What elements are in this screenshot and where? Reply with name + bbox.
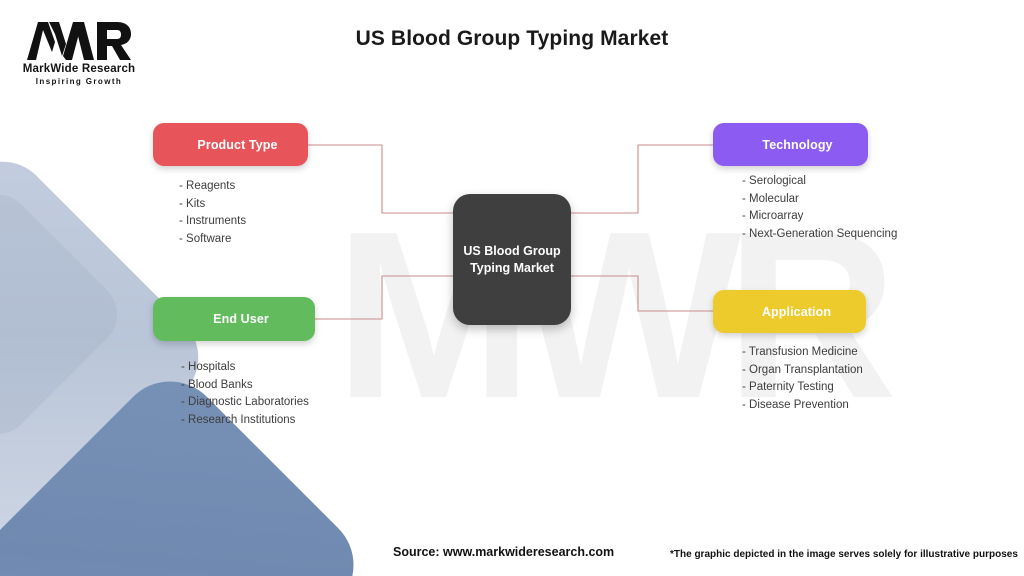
list-item: - Instruments — [179, 215, 247, 228]
list-item: - Organ Transplantation — [742, 363, 863, 376]
logo-company-name: MarkWide Research — [22, 63, 136, 75]
node-product-type-label: Product Type — [197, 137, 278, 152]
node-end-user-label: End User — [213, 312, 269, 326]
node-end-user[interactable]: End User — [153, 297, 315, 341]
list-application: - Transfusion Medicine - Organ Transplan… — [742, 344, 863, 414]
list-item: - Software — [179, 232, 232, 245]
list-item: - Research Institutions — [181, 413, 296, 426]
mwr-monogram-icon — [27, 22, 131, 60]
page-title: US Blood Group Typing Market — [355, 27, 669, 50]
node-center-label-line2: Typing Market — [470, 260, 554, 275]
list-product-type: - Reagents - Kits - Instruments - Softwa… — [179, 178, 246, 248]
list-item: - Reagents — [179, 180, 236, 192]
node-application[interactable]: Application — [713, 290, 866, 333]
list-item: - Next-Generation Sequencing — [742, 227, 898, 240]
list-item: - Kits — [179, 197, 206, 210]
footer-disclaimer: *The graphic depicted in the image serve… — [670, 549, 1018, 560]
list-item: - Molecular — [742, 192, 799, 205]
list-item: - Hospitals — [181, 361, 236, 373]
node-center-label: US Blood Group Typing Market — [463, 243, 560, 277]
list-item: - Serological — [742, 175, 806, 187]
connector-application — [571, 275, 713, 312]
list-item: - Paternity Testing — [742, 381, 834, 394]
list-item: - Blood Banks — [181, 378, 253, 391]
list-item: - Diagnostic Laboratories — [181, 396, 309, 409]
node-product-type[interactable]: Product Type — [153, 123, 308, 166]
connector-end-user — [315, 275, 453, 320]
node-center-market[interactable]: US Blood Group Typing Market — [453, 194, 571, 325]
list-item: - Disease Prevention — [742, 398, 849, 411]
brand-logo: MarkWide Research Inspiring Growth — [16, 20, 142, 86]
node-technology[interactable]: Technology — [713, 123, 868, 166]
list-item: - Transfusion Medicine — [742, 346, 858, 358]
node-technology-label: Technology — [762, 137, 833, 152]
list-technology: - Serological - Molecular - Microarray -… — [742, 173, 897, 243]
connector-product-type — [308, 144, 453, 214]
footer-source: Source: www.markwideresearch.com — [393, 545, 615, 559]
list-item: - Microarray — [742, 210, 804, 223]
node-application-label: Application — [761, 304, 832, 319]
node-center-label-line1: US Blood Group — [463, 243, 561, 258]
logo-tagline: Inspiring Growth — [35, 77, 123, 86]
list-end-user: - Hospitals - Blood Banks - Diagnostic L… — [181, 359, 309, 429]
connector-technology — [571, 144, 713, 214]
